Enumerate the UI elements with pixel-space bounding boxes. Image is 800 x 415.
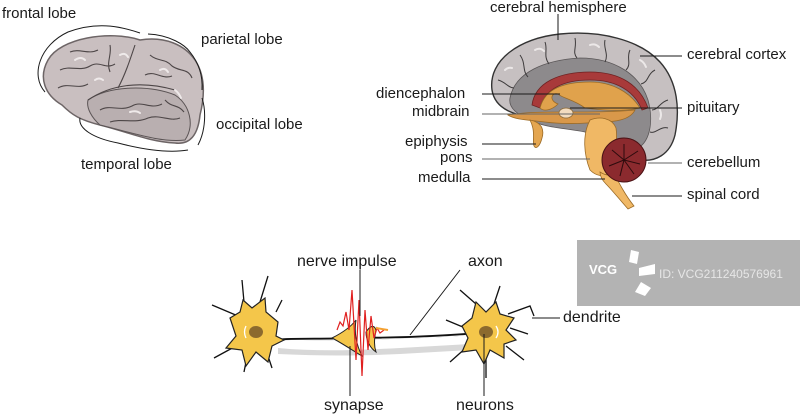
lateral-brain-highlights [74, 52, 182, 114]
label-cerebral-hemisphere: cerebral hemisphere [490, 0, 627, 16]
epiphysis-shape [529, 119, 544, 148]
cortex-highlights [504, 43, 662, 120]
neuron-leader-lines [349, 269, 560, 396]
watermark: VCG ID: VCG211240576961 [577, 240, 800, 306]
lateral-brain-temporal [87, 87, 191, 141]
temporal-bracket [79, 117, 189, 152]
synapse [330, 289, 389, 377]
neuron-right [445, 285, 535, 378]
watermark-logo-text: VCG [589, 262, 618, 277]
neuron-left [211, 275, 286, 373]
label-pituitary: pituitary [687, 99, 740, 116]
label-pons: pons [440, 149, 473, 166]
occipital-bracket [197, 97, 206, 146]
label-cerebellum: cerebellum [687, 154, 761, 171]
lateral-brain-sulci [57, 44, 193, 123]
pituitary-shape [558, 107, 574, 119]
nerve-impulse-wave [336, 289, 385, 377]
label-spinal-cord: spinal cord [687, 186, 760, 203]
label-medulla: medulla [418, 169, 471, 186]
watermark-id: ID: VCG211240576961 [659, 267, 783, 281]
label-axon: axon [468, 253, 503, 270]
label-frontal-lobe: frontal lobe [2, 5, 77, 22]
label-synapse: synapse [324, 397, 384, 414]
sagittal-leader-lines [482, 14, 682, 197]
label-occipital-lobe: occipital lobe [216, 116, 303, 133]
cerebellum-arbor [608, 144, 641, 177]
sagittal-brain [482, 14, 682, 210]
neuron-left-nucleus [249, 326, 263, 338]
lateral-brain [37, 25, 206, 152]
lobe-brackets [37, 25, 206, 152]
neuron-right-dendrites [445, 285, 535, 378]
label-cerebral-cortex: cerebral cortex [687, 46, 787, 63]
label-parietal-lobe: parietal lobe [201, 31, 283, 48]
cortex-sulci [497, 37, 669, 133]
label-midbrain: midbrain [412, 103, 470, 120]
neuron-left-dendrites [211, 275, 283, 373]
parietal-bracket [147, 33, 203, 91]
frontal-bracket [37, 25, 141, 93]
corpus-callosum [531, 71, 649, 111]
watermark-logo-icon [629, 250, 655, 296]
impulse-glow [375, 327, 389, 331]
label-epiphysis: epiphysis [405, 133, 468, 150]
label-neurons: neurons [456, 397, 514, 414]
neuron-right-nucleus [479, 326, 493, 338]
label-nerve-impulse: nerve impulse [297, 253, 397, 270]
neuron-diagram [211, 269, 560, 396]
label-dendrite: dendrite [563, 309, 621, 326]
label-temporal-lobe: temporal lobe [81, 156, 172, 173]
label-diencephalon: diencephalon [376, 85, 466, 102]
